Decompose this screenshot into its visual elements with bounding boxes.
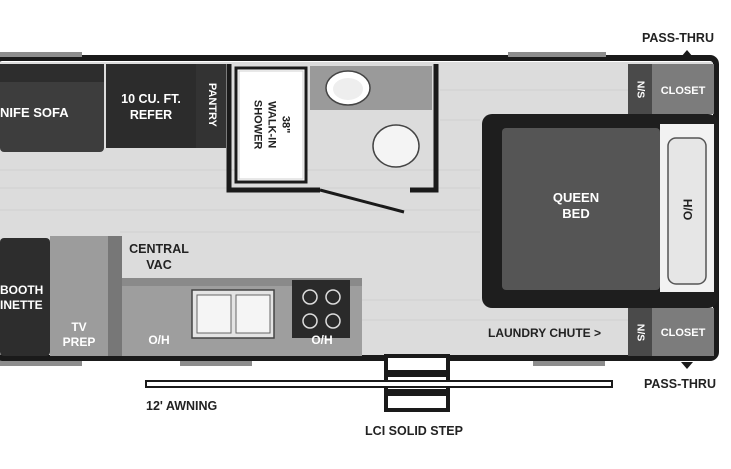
shower-label-line1: 38" [279, 115, 292, 134]
central-vac-label: CENTRAL VAC [120, 242, 198, 273]
step-label: LCI SOLID STEP [365, 424, 463, 438]
refrigerator-label-line1: 10 CU. FT. [121, 92, 181, 106]
queen-bed [502, 128, 660, 290]
cooktop [292, 280, 350, 338]
tv-prep-label: TV PREP [52, 320, 106, 350]
booth-dinette [0, 238, 50, 356]
central-vac-line1: CENTRAL [129, 242, 189, 256]
tv-prep-line2: PREP [62, 335, 96, 349]
pantry [196, 64, 226, 148]
shower-label: 38" WALK-IN SHOWER [250, 85, 292, 165]
windows [0, 52, 606, 366]
central-vac-line2: VAC [146, 257, 172, 272]
booth-dinette-label: BOOTH INETTE [0, 283, 46, 313]
nightstand-bottom [628, 308, 652, 356]
entry-step [384, 354, 450, 412]
closet-bottom-label: CLOSET [660, 327, 706, 339]
ho-label: H/O [680, 198, 695, 221]
sofa-label: NIFE SOFA [0, 105, 69, 120]
ns-bottom-label: N/S [634, 323, 647, 342]
overhead-right-label: O/H [311, 333, 333, 347]
refrigerator [106, 64, 196, 148]
ns-top-label: N/S [634, 80, 647, 99]
tv-prep-line1: TV [71, 320, 87, 334]
queen-bed-label: QUEEN BED [502, 190, 650, 223]
laundry-chute-label: LAUNDRY CHUTE > [488, 326, 602, 340]
bath-door [319, 188, 405, 214]
sofa [0, 64, 104, 152]
pass-thru-top-arrow [681, 50, 693, 57]
toilet [372, 124, 420, 168]
booth-label-line1: BOOTH [0, 283, 44, 297]
queen-bed-label-line1: QUEEN [552, 190, 600, 205]
refrigerator-label-line2: REFER [129, 107, 173, 122]
closet-bottom [652, 308, 714, 356]
queen-bed-label-line2: BED [562, 206, 590, 222]
closet-top [652, 64, 714, 114]
shower-label-line2: WALK-IN [265, 101, 278, 149]
pass-thru-bottom-label: PASS-THRU [644, 377, 716, 391]
pass-thru-top-label: PASS-THRU [642, 31, 714, 45]
booth-label-line2: INETTE [0, 298, 43, 312]
bathroom-wall [226, 64, 320, 193]
nightstand-top [628, 64, 652, 114]
awning-rail [145, 380, 613, 388]
closet-top-label: CLOSET [660, 85, 706, 97]
pass-thru-bottom-arrow [681, 362, 693, 369]
shower-label-line3: SHOWER [252, 99, 265, 150]
awning-label: 12' AWNING [146, 399, 218, 413]
pantry-label: PANTRY [205, 82, 218, 127]
refrigerator-label: 10 CU. FT. REFER [106, 92, 196, 123]
overhead-left-label: O/H [148, 333, 170, 347]
walk-in-shower [234, 66, 308, 184]
